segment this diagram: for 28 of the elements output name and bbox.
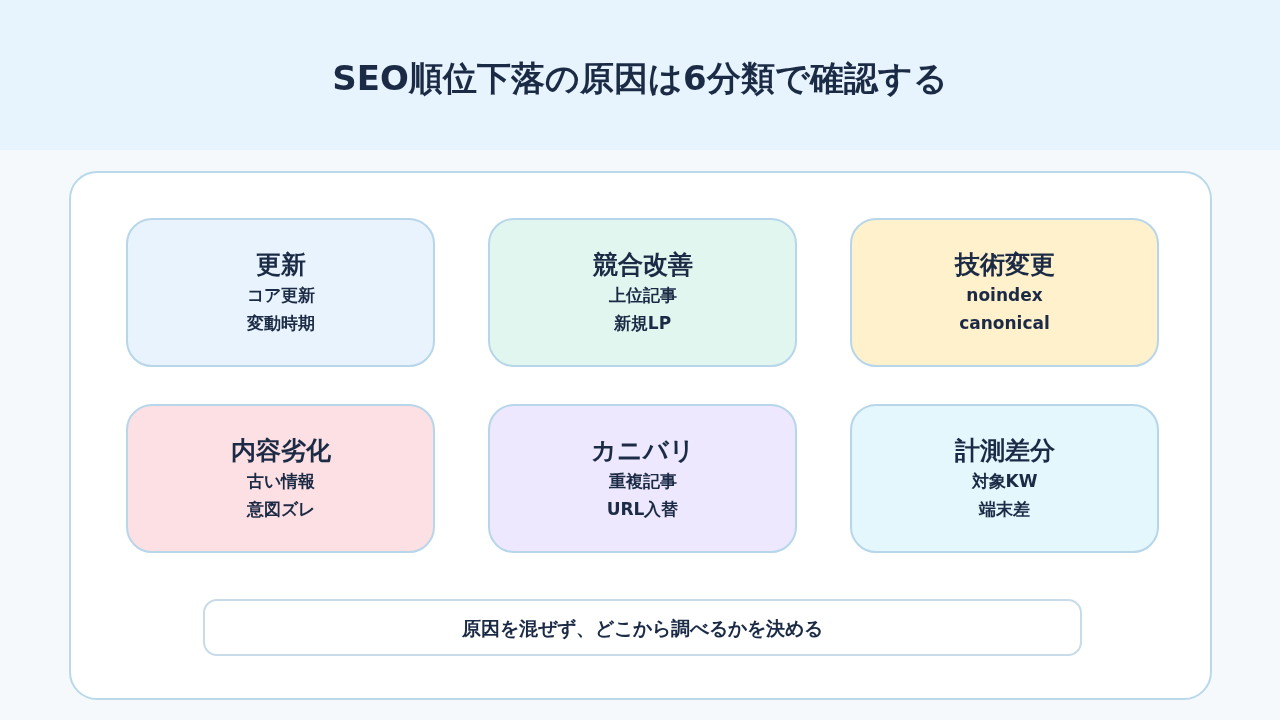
card-item: 端末差 — [979, 497, 1030, 521]
category-card — [850, 404, 1159, 553]
card-item: 重複記事 — [608, 469, 677, 493]
summary-note-box — [203, 599, 1082, 656]
card-item: noindex — [966, 283, 1043, 307]
card-heading: 内容劣化 — [230, 434, 331, 467]
card-item: URL入替 — [606, 497, 679, 521]
card-heading: 競合改善 — [592, 248, 693, 281]
card-item: 古い情報 — [246, 469, 315, 493]
card-heading: カニバリ — [590, 434, 695, 467]
category-card — [126, 218, 435, 367]
summary-text: 原因を混ぜず、どこから調べるかを決める — [462, 615, 823, 641]
card-heading: 更新 — [255, 248, 306, 281]
card-heading: 技術変更 — [954, 248, 1055, 281]
card-heading: 計測差分 — [954, 434, 1055, 467]
category-card — [488, 404, 797, 553]
card-item: 意図ズレ — [246, 497, 315, 521]
card-item: canonical — [959, 311, 1050, 335]
category-card — [126, 404, 435, 553]
card-item: 上位記事 — [608, 283, 677, 307]
category-card — [488, 218, 797, 367]
category-card — [850, 218, 1159, 367]
card-item: 対象KW — [971, 469, 1038, 493]
card-item: 新規LP — [613, 311, 672, 335]
card-item: コア更新 — [246, 283, 315, 307]
panel — [69, 171, 1212, 700]
title: SEO順位下落の原因は6分類で確認する — [331, 57, 949, 100]
card-item: 変動時期 — [246, 311, 315, 335]
